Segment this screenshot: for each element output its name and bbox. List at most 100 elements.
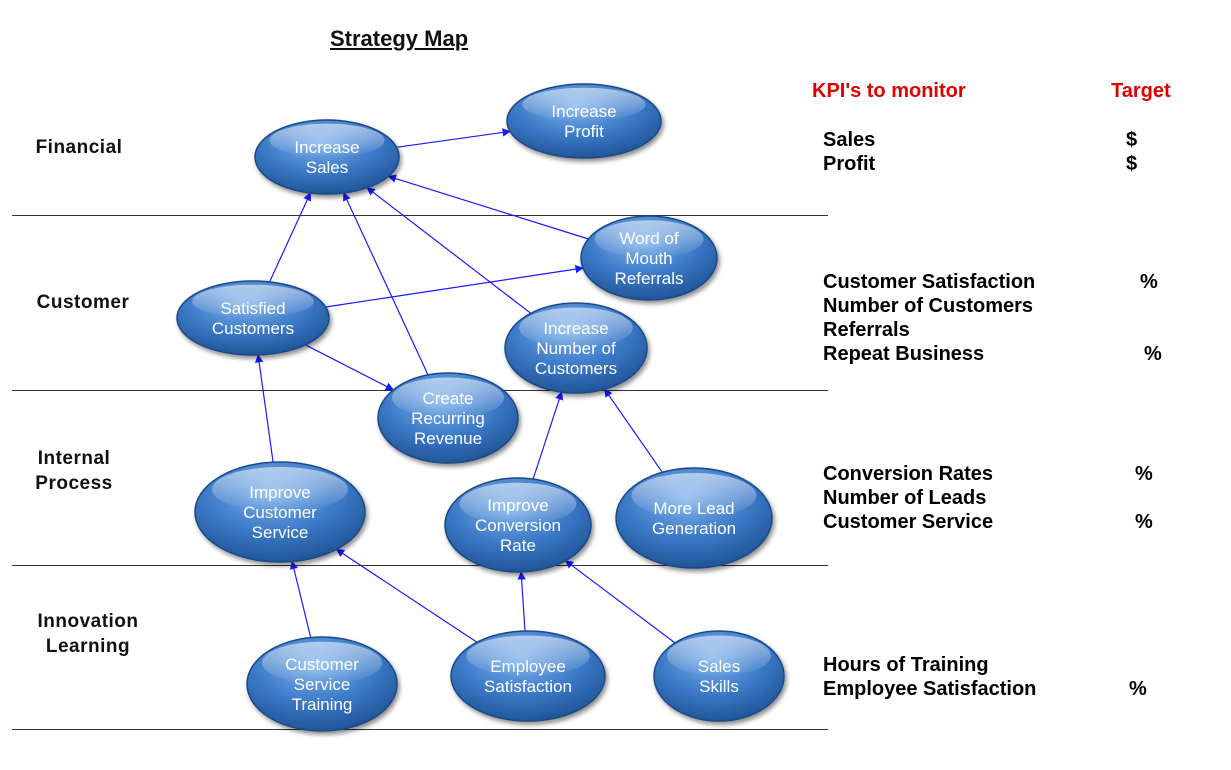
- kpi-target: %: [1129, 678, 1147, 700]
- target-header: Target: [1111, 80, 1171, 102]
- node-label: Customer: [243, 503, 317, 522]
- kpi-name: Hours of Training: [823, 654, 989, 676]
- node-gloss: [392, 377, 504, 418]
- divider-bottom: [12, 729, 828, 730]
- perspective-label: Customer: [36, 292, 130, 313]
- node-label: Conversion: [475, 516, 561, 535]
- arrow-employee-satisfaction-to-improve-conversion: [517, 571, 526, 632]
- kpi-row: Hours of Training: [823, 653, 1183, 677]
- kpi-name: Profit: [823, 153, 876, 175]
- kpi-target: %: [1135, 463, 1153, 485]
- perspective-label: Innovation: [37, 611, 139, 632]
- arrow-increase-customers-to-increase-sales: [366, 187, 532, 314]
- node-label: Improve: [249, 483, 310, 502]
- node-label: Training: [292, 695, 353, 714]
- page-title: Strategy Map: [330, 26, 469, 51]
- perspective-customer: Customer: [24, 290, 142, 315]
- node-label: Sales: [698, 657, 741, 676]
- arrow-increase-sales-to-increase-profit: [396, 128, 511, 148]
- node-gloss: [269, 123, 385, 157]
- kpi-name: Sales: [823, 129, 876, 151]
- kpi-name: Number of Customers: [823, 295, 1034, 317]
- node-gloss: [667, 635, 771, 676]
- kpi-name: Repeat Business: [823, 343, 985, 365]
- kpi-row: Sales $: [823, 128, 1183, 152]
- arrow-satisfied-customers-to-recurring-revenue: [305, 344, 395, 391]
- kpi-row: Conversion Rates%: [823, 462, 1183, 486]
- arrow-recurring-revenue-to-increase-sales: [343, 192, 429, 376]
- arrow-improve-service-to-satisfied-customers: [254, 354, 274, 463]
- divider-internal-learning: [12, 565, 828, 566]
- kpi-row: Repeat Business%: [823, 342, 1183, 366]
- node-label: Word of: [619, 229, 678, 248]
- node-label: Customers: [212, 319, 294, 338]
- kpi-target: $: [1126, 129, 1138, 151]
- node-label: Skills: [699, 677, 739, 696]
- node-label: Recurring: [411, 409, 485, 428]
- node-gloss: [192, 284, 314, 318]
- arrow-lead-generation-to-increase-customers: [604, 388, 663, 473]
- kpi-row: Customer Satisfaction%: [823, 270, 1183, 294]
- kpi-target: %: [1144, 343, 1162, 365]
- node-gloss: [519, 307, 633, 348]
- kpi-row: Number of Customers: [823, 294, 1183, 318]
- node-gloss: [522, 87, 646, 121]
- perspective-label: Learning: [45, 636, 131, 657]
- node-label: Service: [294, 675, 351, 694]
- kpi-name: Number of Leads: [823, 487, 987, 509]
- perspective-financial: Financial: [24, 135, 134, 160]
- node-gloss: [262, 641, 382, 684]
- node-label: Increase: [543, 319, 608, 338]
- kpi-row: Number of Leads: [823, 486, 1183, 510]
- kpi-row: Employee Satisfaction%: [823, 677, 1183, 701]
- perspective-label: Financial: [35, 137, 123, 158]
- node-label: Employee: [490, 657, 566, 676]
- arrow-satisfied-customers-to-word-of-mouth: [325, 264, 584, 308]
- arrow-satisfied-customers-to-increase-sales: [269, 192, 312, 283]
- perspective-label: Internal: [37, 448, 111, 469]
- node-label: Improve: [487, 496, 548, 515]
- node-gloss: [212, 467, 348, 512]
- node-label: Generation: [652, 519, 736, 538]
- kpi-name: Conversion Rates: [823, 463, 994, 485]
- arrow-employee-satisfaction-to-improve-service: [335, 548, 478, 643]
- perspective-internal: Internal Process: [20, 446, 128, 496]
- node-label: More Lead: [653, 499, 734, 518]
- arrow-improve-conversion-to-increase-customers: [532, 391, 564, 480]
- kpi-header: KPI's to monitor: [812, 80, 966, 102]
- node-label: Mouth: [625, 249, 672, 268]
- node-label: Create: [422, 389, 473, 408]
- node-label: Sales: [306, 158, 349, 177]
- node-label: Service: [252, 523, 309, 542]
- node-label: Referrals: [615, 269, 684, 288]
- node-label: Satisfaction: [484, 677, 572, 696]
- kpi-group-financial: Sales $ Profit $: [823, 128, 1183, 176]
- node-label: Rate: [500, 536, 536, 555]
- kpi-name: Customer Satisfaction: [823, 271, 1036, 293]
- arrow-service-training-to-improve-service: [289, 560, 312, 638]
- kpi-name: Employee Satisfaction: [823, 678, 1037, 700]
- node-gloss: [594, 220, 704, 258]
- kpi-group-learning: Hours of Training Employee Satisfaction%: [823, 653, 1183, 701]
- arrow-word-of-mouth-to-increase-sales: [387, 174, 589, 240]
- perspective-label: Process: [35, 473, 113, 494]
- kpi-target: %: [1140, 271, 1158, 293]
- node-gloss: [459, 482, 577, 525]
- node-label: Increase: [551, 102, 616, 121]
- node-label: Revenue: [414, 429, 482, 448]
- kpi-row: Customer Service%: [823, 510, 1183, 534]
- node-label: Customers: [535, 359, 617, 378]
- arrow-sales-skills-to-improve-conversion: [564, 560, 676, 644]
